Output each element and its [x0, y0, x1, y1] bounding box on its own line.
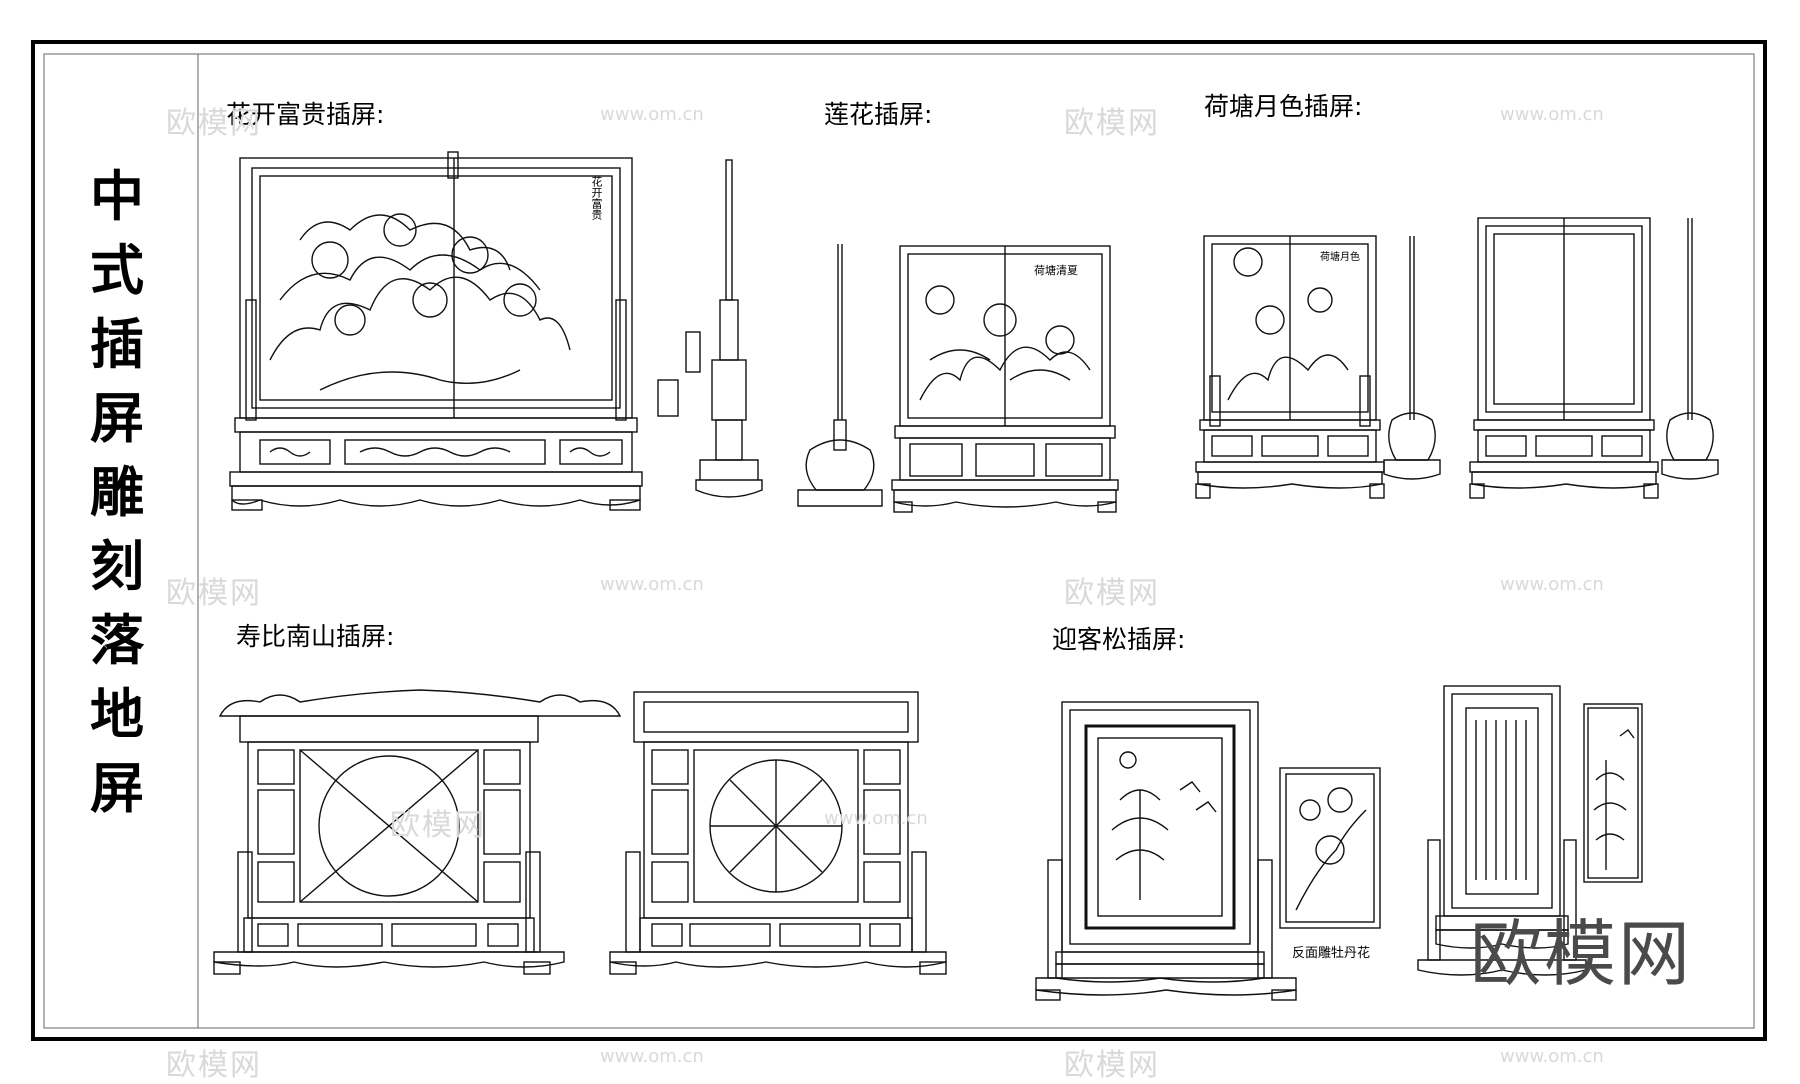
title-char: 屏	[90, 387, 144, 450]
title-char: 雕	[90, 461, 144, 524]
lianhua-inscription: 荷塘清夏	[1034, 264, 1078, 277]
title-char: 中	[90, 165, 144, 228]
watermark-big-logo: 欧模网	[1470, 912, 1693, 996]
huakai-side-view	[657, 159, 763, 498]
watermark-url: www.om.cn	[600, 574, 704, 595]
watermark-brand: 欧模网	[166, 576, 262, 611]
huakai-inscription: 花开富贵	[590, 176, 603, 220]
inner-border	[43, 53, 1755, 1029]
watermark-url: www.om.cn	[824, 808, 928, 829]
page-title: 中 式 插 屏 雕 刻 落 地 屏	[82, 160, 152, 826]
hetang-back-view	[1469, 217, 1659, 499]
yingke-back-view	[1417, 685, 1587, 976]
hetang-side-view-b	[1661, 218, 1719, 480]
yingke-front-view	[1035, 701, 1297, 1001]
huakai-front-view	[229, 151, 643, 511]
watermark-brand: 欧模网	[390, 808, 486, 843]
title-char: 地	[90, 683, 144, 746]
section-label-shoubi: 寿比南山插屏:	[236, 622, 395, 651]
title-char: 屏	[90, 757, 144, 820]
section-label-yingke: 迎客松插屏:	[1052, 625, 1186, 654]
section-label-lianhua: 莲花插屏:	[824, 100, 933, 129]
watermark-brand: 欧模网	[166, 106, 262, 141]
shoubi-front-view	[213, 689, 622, 975]
lianhua-front-view	[891, 245, 1119, 513]
watermark-brand: 欧模网	[1064, 106, 1160, 141]
watermark-brand: 欧模网	[1064, 1048, 1160, 1083]
shoubi-back-view	[609, 691, 947, 975]
watermark-brand: 欧模网	[1064, 576, 1160, 611]
lianhua-side-view	[797, 244, 883, 507]
title-char: 落	[90, 609, 144, 672]
watermark-url: www.om.cn	[1500, 104, 1604, 125]
watermark-url: www.om.cn	[600, 104, 704, 125]
reverse-carving-note: 反面雕牡丹花	[1292, 946, 1371, 961]
outer-border	[31, 40, 1767, 1041]
title-char: 插	[90, 313, 144, 376]
title-char: 刻	[90, 535, 144, 598]
section-label-huakai: 花开富贵插屏:	[226, 100, 385, 129]
title-char: 式	[90, 239, 144, 302]
watermark-url: www.om.cn	[1500, 1046, 1604, 1067]
yingke-reverse-panel	[1279, 767, 1381, 929]
watermark-url: www.om.cn	[600, 1046, 704, 1067]
watermark-url: www.om.cn	[1500, 574, 1604, 595]
hetang-inscription: 荷塘月色	[1320, 252, 1360, 263]
section-label-hetang: 荷塘月色插屏:	[1204, 92, 1363, 121]
hetang-front-view	[1195, 235, 1385, 499]
watermark-brand: 欧模网	[166, 1048, 262, 1083]
hetang-side-view-a	[1383, 236, 1441, 480]
yingke-pine-panel	[1583, 703, 1643, 883]
